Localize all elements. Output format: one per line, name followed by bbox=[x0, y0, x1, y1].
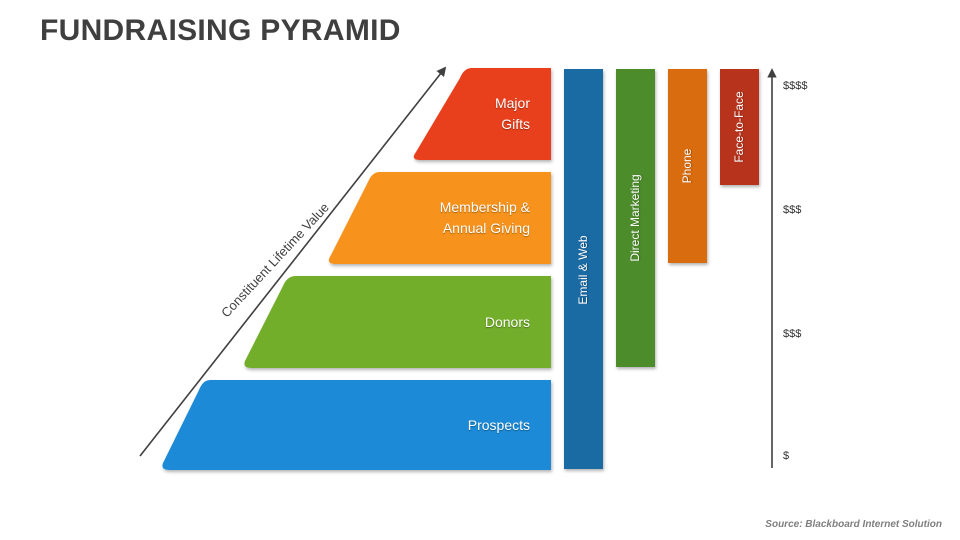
tier-label-line: Annual Giving bbox=[442, 220, 530, 236]
tier-prospects-shape bbox=[162, 380, 551, 470]
channel-bar-face-to-face bbox=[720, 69, 759, 185]
tier-label-prospects: Prospects bbox=[468, 415, 530, 436]
tier-label-line: Gifts bbox=[501, 116, 530, 132]
lifetime-value-arrow bbox=[139, 66, 447, 457]
tier-label-line: Donors bbox=[484, 314, 530, 330]
channel-label-direct-marketing: Direct Marketing bbox=[628, 174, 642, 262]
scale-label-upper: $$$ bbox=[783, 204, 802, 216]
scale-label-middle: $$$ bbox=[783, 328, 802, 340]
tier-membership-shape bbox=[328, 172, 551, 264]
channel-label-face-to-face: Face-to-Face bbox=[732, 91, 746, 163]
tier-label-membership: Membership & Annual Giving bbox=[440, 197, 530, 239]
source-note: Source: Blackboard Internet Solution bbox=[765, 519, 942, 530]
channel-label-email-web: Email & Web bbox=[576, 235, 590, 305]
page-title: FUNDRAISING PYRAMID bbox=[40, 14, 401, 47]
tier-label-donors: Donors bbox=[485, 312, 530, 333]
channel-bar-email-web bbox=[564, 69, 603, 469]
tier-label-line: Membership & bbox=[439, 199, 530, 215]
tier-donors-shape bbox=[244, 276, 551, 368]
tier-major-gifts-shape bbox=[413, 68, 551, 160]
channel-bar-phone bbox=[668, 69, 707, 263]
scale-label-bottom: $ bbox=[783, 450, 790, 462]
tier-label-line: Major bbox=[494, 95, 530, 111]
channel-bar-direct-marketing bbox=[616, 69, 655, 367]
tier-label-major-gifts: Major Gifts bbox=[495, 93, 530, 135]
tier-label-line: Prospects bbox=[467, 417, 530, 433]
scale-label-top: $$$$ bbox=[783, 80, 808, 92]
channel-label-phone: Phone bbox=[680, 148, 694, 184]
